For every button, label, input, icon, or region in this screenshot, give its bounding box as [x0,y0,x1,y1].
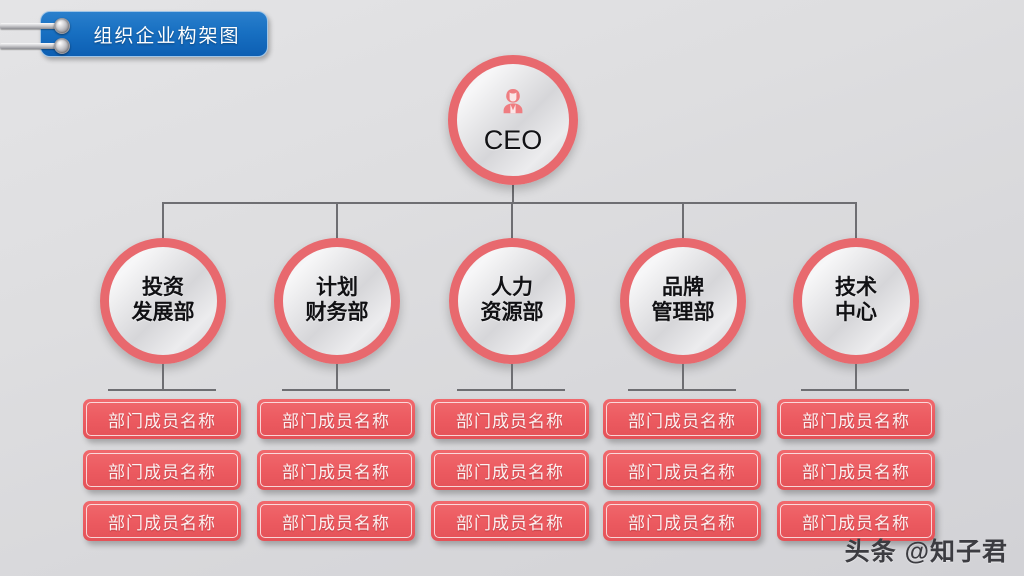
member-box[interactable]: 部门成员名称 [431,450,589,490]
connector-drop-dept-4 [682,202,684,240]
node-dept-2-label: 计划 财务部 [305,276,369,324]
node-dept-4[interactable]: 品牌 管理部 [620,238,746,364]
node-ceo[interactable]: CEO [448,55,578,185]
connector-drop-dept-2 [336,202,338,240]
binder-rings [0,16,78,56]
node-dept-3-label: 人力 资源部 [480,276,544,324]
member-box-label: 部门成员名称 [108,411,216,431]
connector-drop-dept-3 [511,202,513,240]
binder-ring-hole-icon [54,18,70,34]
binder-ring-top [0,18,78,34]
member-box[interactable]: 部门成员名称 [777,450,935,490]
connector-stem-dept-2 [336,364,338,390]
node-dept-3[interactable]: 人力 资源部 [449,238,575,364]
node-dept-5[interactable]: 技术 中心 [793,238,919,364]
connector-stem-dept-5 [855,364,857,390]
connector-bar-dept-4 [628,389,736,391]
member-box-label: 部门成员名称 [282,513,390,533]
member-box[interactable]: 部门成员名称 [83,399,241,439]
member-box-label: 部门成员名称 [456,411,564,431]
member-box-label: 部门成员名称 [108,462,216,482]
member-box-label: 部门成员名称 [108,513,216,533]
connector-stem-dept-3 [511,364,513,390]
member-box-label: 部门成员名称 [628,411,736,431]
member-box[interactable]: 部门成员名称 [777,399,935,439]
connector-ceo-stem [512,185,514,203]
watermark: 头条 @知子君 [844,538,1008,566]
member-box[interactable]: 部门成员名称 [83,501,241,541]
member-box[interactable]: 部门成员名称 [83,450,241,490]
node-dept-2[interactable]: 计划 财务部 [274,238,400,364]
connector-bus [162,202,856,204]
page-title: 组织企业构架图 [93,25,241,47]
member-box[interactable]: 部门成员名称 [603,399,761,439]
member-box-label: 部门成员名称 [628,462,736,482]
slide-title-banner: 组织企业构架图 [40,11,268,57]
connector-bar-dept-2 [282,389,390,391]
member-box[interactable]: 部门成员名称 [603,450,761,490]
connector-stem-dept-1 [162,364,164,390]
node-dept-5-label: 技术 中心 [835,276,877,324]
connector-bar-dept-1 [108,389,216,391]
member-box-label: 部门成员名称 [282,462,390,482]
member-box[interactable]: 部门成员名称 [431,501,589,541]
member-box[interactable]: 部门成员名称 [257,501,415,541]
member-box-label: 部门成员名称 [802,513,910,533]
connector-bar-dept-5 [801,389,909,391]
binder-ring-bar-icon [0,43,62,49]
binder-ring-bar-icon [0,23,62,29]
member-box[interactable]: 部门成员名称 [777,501,935,541]
node-ceo-label: CEO [483,125,543,155]
member-box[interactable]: 部门成员名称 [257,450,415,490]
member-box-label: 部门成员名称 [456,462,564,482]
node-dept-1-label: 投资 发展部 [131,276,195,324]
node-dept-4-label: 品牌 管理部 [651,276,715,324]
person-icon [498,86,528,121]
connector-stem-dept-4 [682,364,684,390]
node-dept-1[interactable]: 投资 发展部 [100,238,226,364]
member-box[interactable]: 部门成员名称 [603,501,761,541]
member-box[interactable]: 部门成员名称 [257,399,415,439]
connector-bar-dept-3 [457,389,565,391]
binder-ring-bottom [0,38,78,54]
member-box[interactable]: 部门成员名称 [431,399,589,439]
member-box-label: 部门成员名称 [282,411,390,431]
member-box-label: 部门成员名称 [802,462,910,482]
connector-drop-dept-1 [162,202,164,240]
member-box-label: 部门成员名称 [456,513,564,533]
member-box-label: 部门成员名称 [802,411,910,431]
connector-drop-dept-5 [855,202,857,240]
member-box-label: 部门成员名称 [628,513,736,533]
binder-ring-hole-icon [54,38,70,54]
